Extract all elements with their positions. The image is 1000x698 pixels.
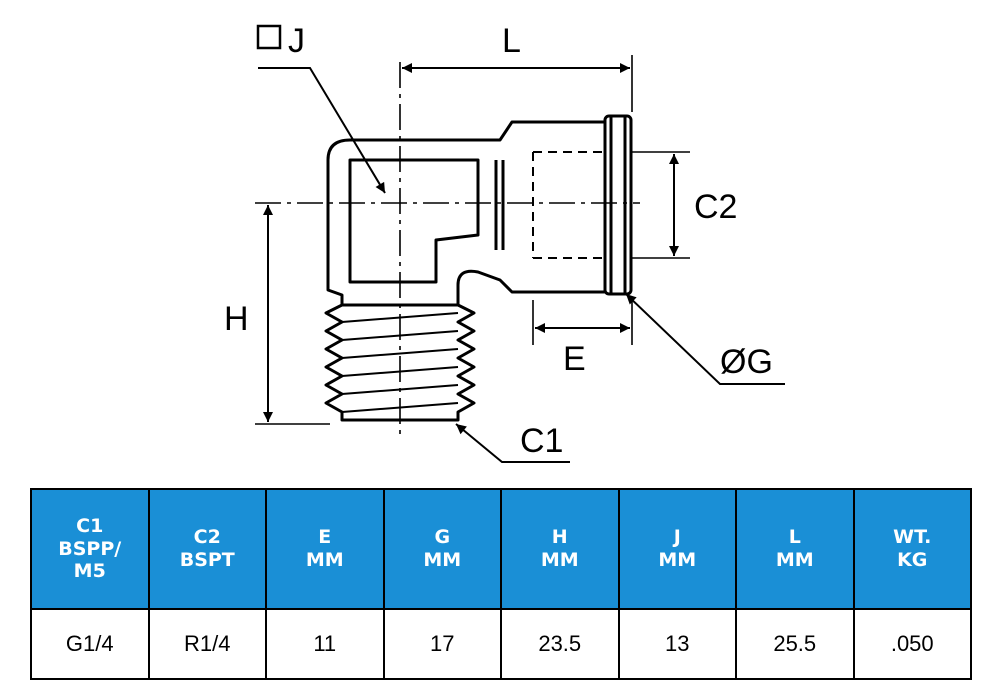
cell-c1: G1/4 <box>30 608 150 680</box>
label-E: E <box>563 340 586 378</box>
square-symbol-icon <box>256 24 282 50</box>
hidden-bore <box>532 151 605 259</box>
label-H: H <box>224 300 249 338</box>
leader-J <box>258 67 386 194</box>
fitting-drawing: J L C2 H E ØG C1 <box>224 22 785 463</box>
cell-c2: R1/4 <box>147 608 267 680</box>
label-J: J <box>288 22 305 60</box>
label-G: ØG <box>720 343 773 381</box>
cell-l: 25.5 <box>735 608 855 680</box>
leader-C1 <box>455 423 570 463</box>
extension-lines <box>255 55 690 425</box>
table-row: G1/4 R1/4 11 17 23.5 13 25.5 .050 <box>30 608 972 680</box>
dimension-lines <box>263 63 679 422</box>
label-C2: C2 <box>694 188 737 226</box>
fitting-body <box>326 114 633 307</box>
cell-j: 13 <box>617 608 737 680</box>
cell-g: 17 <box>382 608 502 680</box>
leader-lines <box>258 67 785 463</box>
center-lines <box>255 62 640 435</box>
header-weight: WT.KG <box>852 488 972 610</box>
label-C1: C1 <box>520 422 563 460</box>
cell-e: 11 <box>265 608 385 680</box>
label-L: L <box>502 22 521 60</box>
cell-h: 23.5 <box>500 608 620 680</box>
cell-weight: .050 <box>852 608 972 680</box>
leader-G <box>625 293 785 385</box>
